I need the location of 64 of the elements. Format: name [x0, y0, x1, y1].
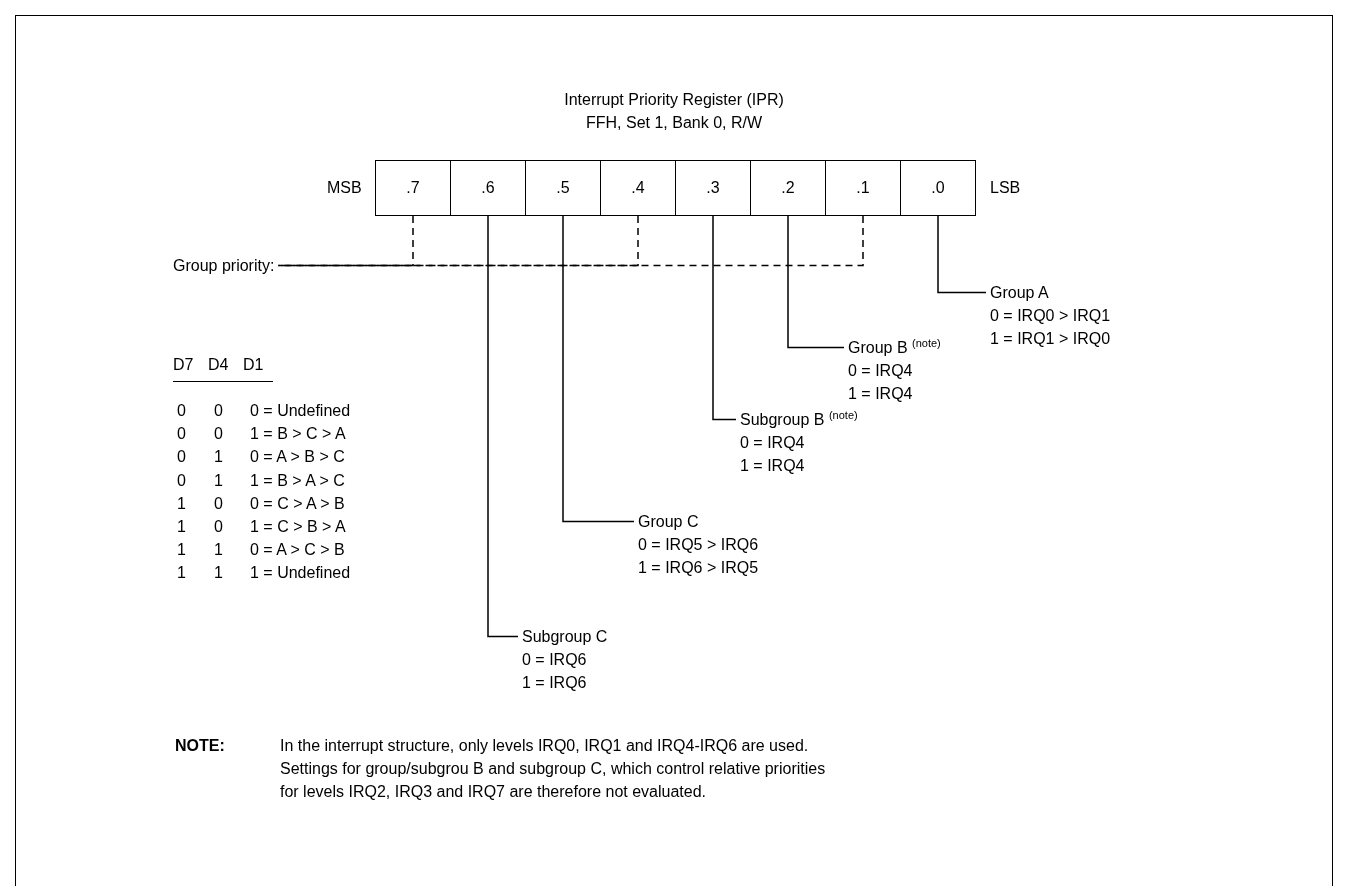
table-cell-text: 1 = Undefined — [250, 563, 351, 584]
table-cell-text: 1 = B > C > A — [250, 424, 346, 445]
table-cell-text: 0 — [214, 493, 223, 514]
table-cell-text: 0 — [177, 470, 186, 491]
bit-cell: .4 — [600, 160, 676, 216]
bit-setting-text: 0 = IRQ4 — [848, 361, 913, 381]
leader-line — [712, 215, 737, 421]
bit-setting-text: 1 = IRQ4 — [740, 456, 805, 476]
bit-setting-text: 1 = IRQ6 > IRQ5 — [638, 558, 759, 578]
bit-cell: .7 — [375, 160, 451, 216]
table-cell-text: 1 — [214, 447, 223, 468]
leader-line — [487, 215, 519, 638]
bit-cell: .1 — [825, 160, 901, 216]
bit-cell: .2 — [750, 160, 826, 216]
table-cell-text: 1 — [214, 540, 223, 561]
bit-setting-text: 1 = IRQ1 > IRQ0 — [990, 329, 1111, 349]
leader-line — [787, 215, 845, 349]
table-cell-text: 1 — [214, 470, 223, 491]
table-cell-text: 0 — [214, 517, 223, 537]
bit-setting-text: 0 = IRQ5 > IRQ6 — [638, 535, 759, 555]
bit-cell: .6 — [450, 160, 526, 216]
table-cell-text: 1 — [214, 563, 223, 584]
table-cell-text: 1 — [177, 517, 186, 537]
bit-group-heading: Group A — [990, 283, 1049, 303]
table-cell-text: 1 = B > A > C — [250, 470, 345, 491]
bit-cell: .5 — [525, 160, 601, 216]
leader-line — [562, 215, 635, 523]
bit-setting-text: 0 = IRQ4 — [740, 433, 805, 453]
note-heading: NOTE: — [175, 736, 225, 756]
bit-cell: .3 — [675, 160, 751, 216]
table-cell-text: 0 — [177, 424, 186, 445]
table-header: D4 — [208, 355, 229, 375]
table-cell-text: 1 = C > B > A — [250, 517, 346, 537]
table-cell-text: 0 — [177, 401, 186, 421]
leader-line — [277, 215, 639, 267]
table-header: D7 — [173, 355, 194, 375]
bit-cell: .0 — [900, 160, 976, 216]
register-title: Interrupt Priority Register (IPR) — [563, 90, 785, 110]
bit-group-heading: Subgroup C — [522, 627, 608, 647]
note-text: In the interrupt structure, only levels IRQ0, IRQ1 and IRQ4-IRQ6 are used. Settings for group/subgrou B and subgroup C, which control relative priorities for levels IRQ2, IRQ3 and IRQ7 are therefore not evaluated. — [280, 736, 827, 802]
leader-line — [937, 215, 987, 294]
table-header: D1 — [243, 355, 264, 375]
table-cell-text: 0 = C > A > B — [250, 493, 345, 514]
table-cell-text: 0 — [177, 447, 186, 468]
bit-group-heading: Group C — [638, 512, 699, 532]
table-cell-text: 1 — [177, 563, 186, 584]
table-cell-text: 1 — [177, 540, 186, 561]
bit-setting-text: 1 = IRQ4 — [848, 384, 913, 404]
table-cell-text: 0 = A > B > C — [250, 447, 345, 468]
bit-group-heading: Subgroup B $^{(note)}$ — [740, 408, 858, 430]
table-cell-text: 0 = Undefined — [250, 401, 351, 421]
table-cell-text: 1 — [177, 493, 186, 514]
bit-group-heading: Group B $^{(note)}$ — [848, 336, 941, 358]
lsb-label: LSB — [990, 178, 1021, 198]
bit-setting-text: 0 = IRQ0 > IRQ1 — [990, 306, 1111, 326]
bit-setting-text: 1 = IRQ6 — [522, 673, 587, 693]
table-cell-text: 0 — [214, 424, 223, 445]
table-cell-text: 0 — [214, 401, 223, 421]
register-subtitle: FFH, Set 1, Bank 0, R/W — [584, 113, 763, 133]
table-cell-text: 0 = A > C > B — [250, 540, 345, 561]
bit-setting-text: 0 = IRQ6 — [522, 650, 587, 670]
group-priority-heading: Group priority: — [173, 256, 275, 276]
leader-line — [277, 215, 414, 267]
msb-label: MSB — [327, 178, 362, 198]
